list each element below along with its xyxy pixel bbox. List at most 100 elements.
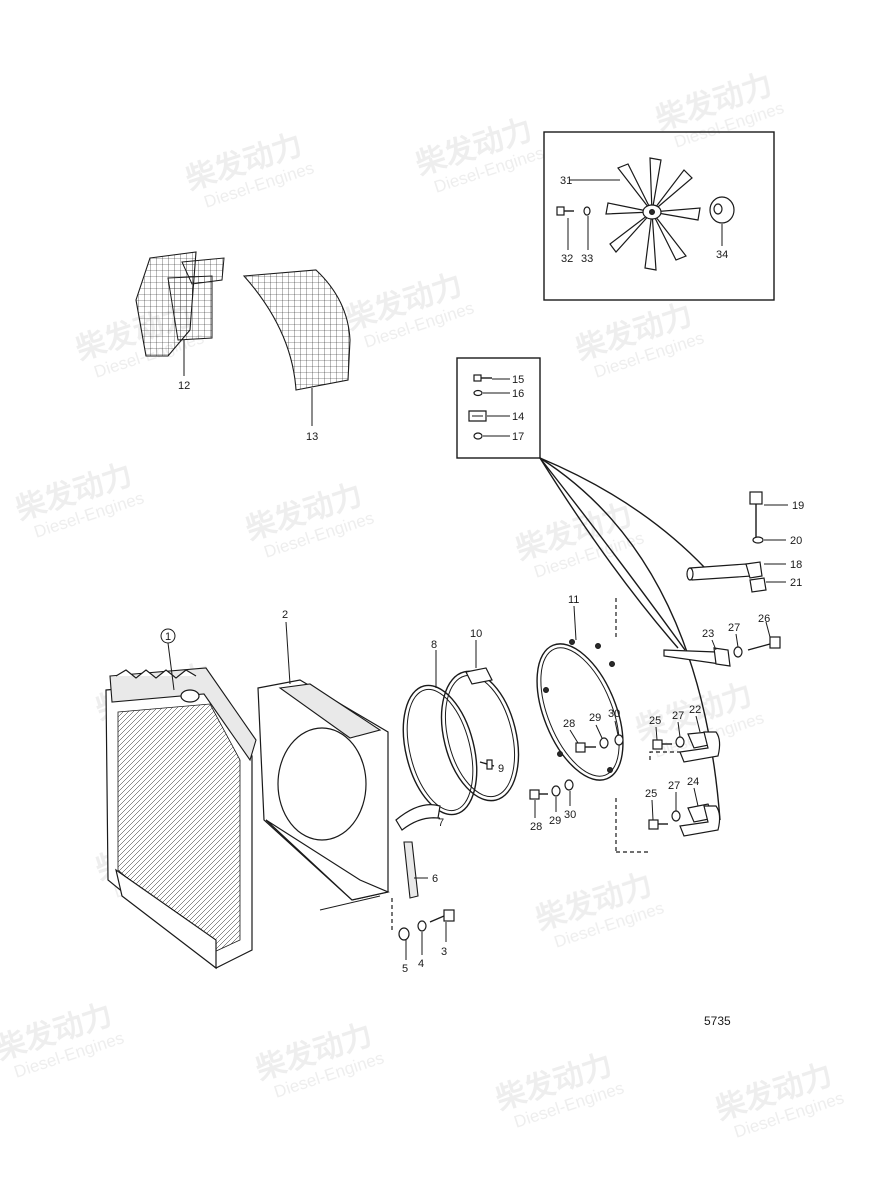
bolt-28 [575, 742, 596, 753]
nut-17 [473, 432, 483, 440]
bolt-9: 9 [479, 759, 504, 775]
washer-27: 27 [728, 622, 743, 658]
washer-27 [675, 736, 685, 748]
callout-6: 6 [432, 873, 438, 885]
callout-8: 8 [431, 639, 437, 651]
watermark-logo: 柴发动力 Diesel-Engines [342, 268, 476, 351]
strap-6: 6 [403, 841, 438, 899]
callout-29-upper: 29 [589, 712, 601, 724]
callout-19: 19 [792, 500, 804, 512]
callout-14: 14 [512, 411, 524, 423]
callout-24: 24 [687, 776, 699, 788]
callout-16: 16 [512, 388, 524, 400]
callout-5: 5 [402, 963, 408, 975]
callout-7: 7 [438, 817, 444, 829]
callout-28-upper: 28 [563, 718, 575, 730]
watermark-logo: 柴发动力 Diesel-Engines [182, 128, 316, 211]
fan-inset-box: 31 32 33 34 [543, 131, 775, 301]
callout-18: 18 [790, 559, 802, 571]
nut-21: 21 [749, 577, 802, 593]
drawing-number: 5735 [704, 1014, 731, 1028]
washer-27 [671, 810, 681, 822]
callout-1: 1 [165, 631, 171, 643]
fan-screw [556, 206, 574, 216]
washer-16 [473, 389, 483, 397]
watermark-logo: 柴发动力 Diesel-Engines [512, 498, 646, 581]
callout-31: 31 [560, 175, 572, 187]
elbow-24-group: 25 27 24 [645, 776, 721, 837]
callout-25-lower: 25 [645, 788, 657, 800]
watermark-logo: 柴发动力 Diesel-Engines [412, 113, 546, 196]
fasteners-28-29-30-upper: 28 29 30 [563, 708, 624, 753]
callout-4: 4 [418, 958, 424, 970]
washer-30 [614, 734, 624, 746]
callout-9: 9 [498, 763, 504, 775]
watermark-logo: 柴发动力 Diesel-Engines [12, 458, 146, 541]
callout-29-lower: 29 [549, 815, 561, 827]
radiator-1: 1 [105, 628, 257, 970]
bolt-28 [529, 789, 548, 800]
callout-25-upper: 25 [649, 715, 661, 727]
fan-washer [583, 206, 591, 216]
watermark-logo: 柴发动力 Diesel-Engines [242, 478, 376, 561]
callout-15: 15 [512, 374, 524, 386]
callout-12: 12 [178, 380, 190, 392]
lockwasher-4 [417, 920, 427, 932]
callout-3: 3 [441, 946, 447, 958]
watermark-layer: 柴发动力 Diesel-Engines 柴发动力 Diesel-Engines … [0, 68, 846, 1141]
bolt-25 [652, 739, 672, 750]
watermark-logo: 柴发动力 Diesel-Engines [712, 1058, 846, 1141]
callout-30-upper: 30 [608, 708, 620, 720]
fasteners-3-4-5: 5 4 3 [391, 898, 455, 975]
callout-23: 23 [702, 628, 714, 640]
callout-22: 22 [689, 704, 701, 716]
callout-32: 32 [561, 253, 573, 265]
callout-33: 33 [581, 253, 593, 265]
callout-21: 21 [790, 577, 802, 589]
watermark-logo: 柴发动力 Diesel-Engines [0, 998, 126, 1081]
callout-28-lower: 28 [530, 821, 542, 833]
pipe-23: 23 [663, 628, 731, 667]
watermark-logo: 柴发动力 Diesel-Engines [652, 68, 786, 151]
washer-20: 20 [752, 535, 802, 547]
watermark-logo: 柴发动力 Diesel-Engines [572, 298, 706, 381]
pipe-18 [686, 561, 763, 581]
callout-30-lower: 30 [564, 809, 576, 821]
callout-17: 17 [512, 431, 524, 443]
callout-2: 2 [282, 609, 288, 621]
clip-14 [468, 410, 487, 422]
bolt-15 [473, 374, 492, 382]
callout-27-top: 27 [728, 622, 740, 634]
callout-10: 10 [470, 628, 482, 640]
bracket-7: 7 [395, 804, 444, 831]
washer-30 [564, 779, 574, 791]
elbow-22-group: 25 27 22 [649, 704, 721, 763]
callout-11: 11 [568, 594, 579, 606]
elbow-22 [679, 731, 721, 763]
bolt-19: 19 [749, 491, 804, 538]
callout-27-lower: 27 [668, 780, 680, 792]
washer-29 [599, 737, 609, 749]
ring-10: 10 [440, 628, 520, 802]
fan-shroud-2: 2 [257, 609, 390, 901]
washer-29 [551, 785, 561, 797]
watermark-logo: 柴发动力 Diesel-Engines [492, 1048, 626, 1131]
elbow-24 [679, 803, 721, 837]
watermark-logo: 柴发动力 Diesel-Engines [532, 868, 666, 951]
fasteners-28-29-30-lower: 28 29 30 [529, 779, 576, 833]
callout-27-mid: 27 [672, 710, 684, 722]
callout-34: 34 [716, 249, 728, 261]
bolt-3 [429, 909, 455, 923]
fan-ring-11: 11 [536, 594, 648, 853]
mesh-guard-12: 12 [135, 251, 225, 392]
fan-blade-assembly [605, 157, 701, 271]
callout-20: 20 [790, 535, 802, 547]
bolt-26: 26 [747, 613, 781, 651]
watermark-logo: 柴发动力 Diesel-Engines [252, 1018, 386, 1101]
bolt-25 [648, 819, 668, 830]
callout-26: 26 [758, 613, 770, 625]
mesh-guard-13: 13 [242, 269, 351, 443]
ring-8: 8 [402, 639, 478, 816]
fastener-inset-box: 15 16 14 17 [456, 357, 541, 459]
